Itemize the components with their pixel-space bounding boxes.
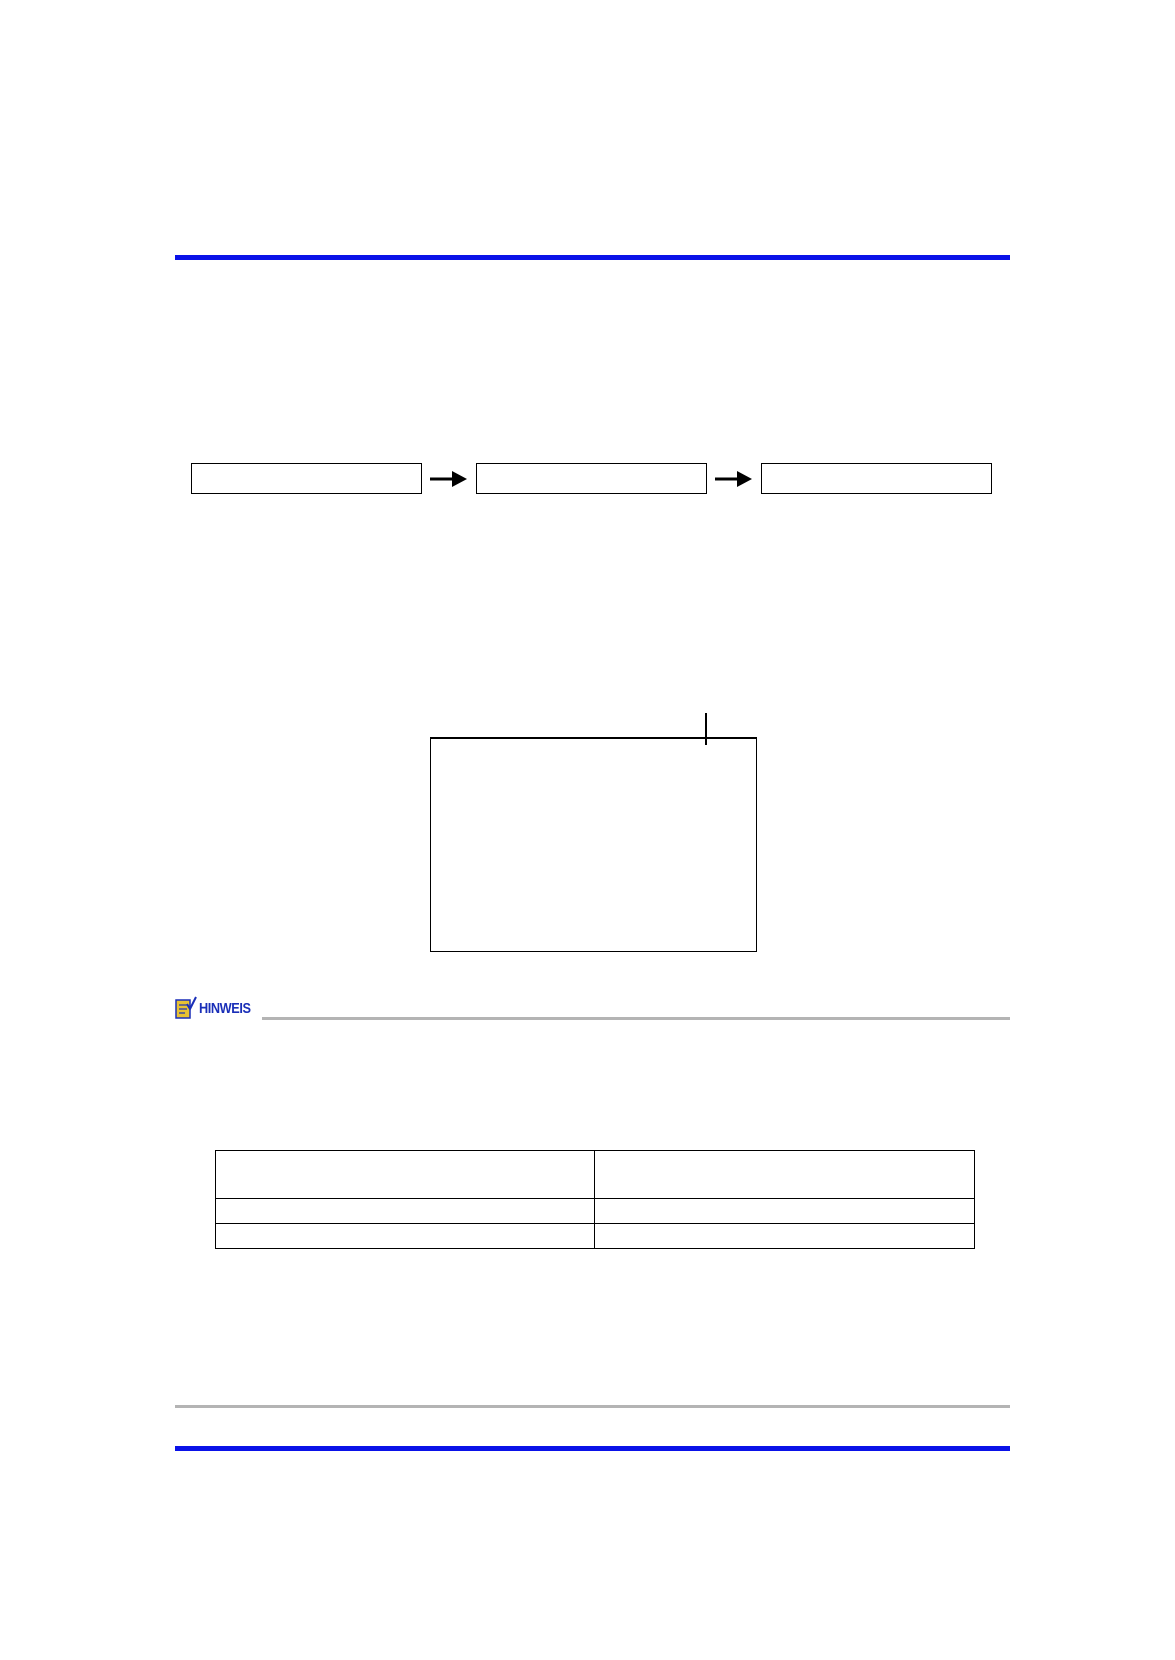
notepad-check-icon [175, 996, 197, 1019]
table-cell [215, 1223, 595, 1249]
footer-gray-rule [175, 1405, 1010, 1408]
footer-rule [175, 1446, 1010, 1451]
note-header: HINWEIS [175, 996, 260, 1020]
table-cell [215, 1198, 595, 1224]
table-cell [594, 1150, 975, 1199]
note-label: HINWEIS [199, 999, 251, 1017]
table-row [215, 1198, 975, 1224]
table-row [215, 1150, 975, 1199]
note-rule [262, 1017, 1010, 1020]
table-cell [215, 1150, 595, 1199]
table-cell [594, 1198, 975, 1224]
flow-step-1 [191, 463, 422, 494]
screen-illustration [430, 737, 757, 952]
flow-step-2 [476, 463, 707, 494]
callout-line [705, 713, 707, 745]
arrow-right-icon [715, 471, 752, 487]
table-row [215, 1223, 975, 1249]
header-rule [175, 255, 1010, 260]
arrow-right-icon [430, 471, 467, 487]
flow-step-3 [761, 463, 992, 494]
spec-table [215, 1150, 975, 1249]
table-cell [594, 1223, 975, 1249]
